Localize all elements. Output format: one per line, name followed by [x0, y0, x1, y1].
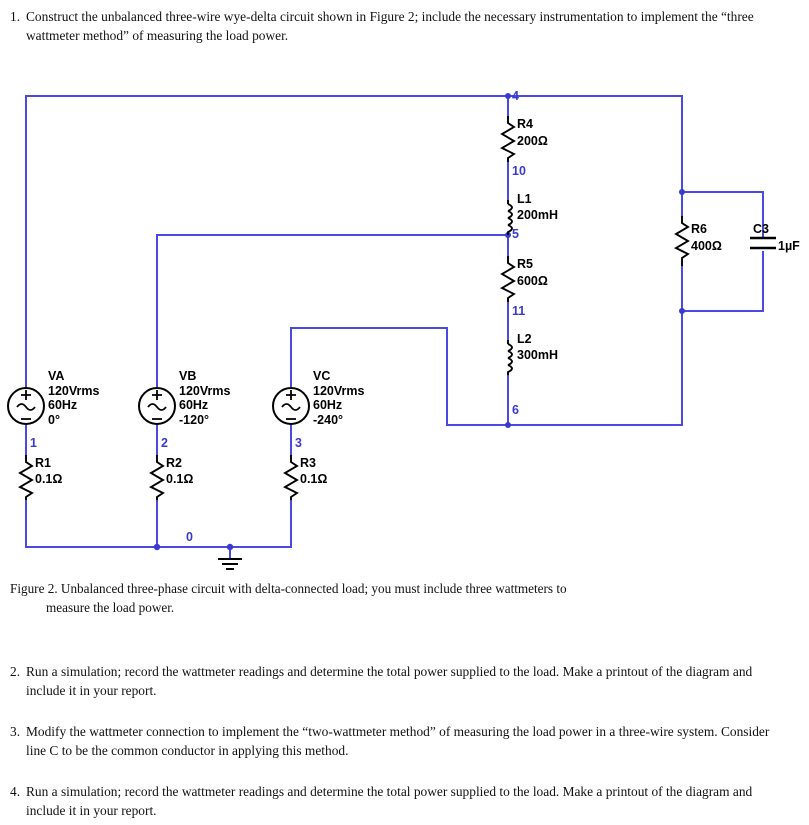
component-label-L1-value: 200mH	[517, 208, 558, 222]
source-VB-frequency: 60Hz	[179, 398, 209, 412]
node-label-2: 2	[161, 436, 168, 450]
resistor-R3-symbol	[283, 455, 299, 500]
ac-source-VC-circle	[272, 387, 310, 425]
plus-sign-VA-icon	[21, 390, 31, 400]
ground-symbol-icon	[218, 558, 242, 570]
node-label-6: 6	[512, 403, 519, 417]
figure-caption-line2: measure the load power.	[46, 599, 175, 615]
list-item-2-text: Run a simulation; record the wattmeter r…	[26, 664, 753, 698]
sine-wave-VB-icon	[147, 403, 167, 411]
source-VA-labels: VA 120Vrms 60Hz 0°	[48, 369, 99, 427]
source-VA-frequency: 60Hz	[48, 398, 78, 412]
inductor-L1-symbol	[507, 200, 513, 235]
source-VA-phase: 0°	[48, 412, 60, 427]
figure-caption-line1: Figure 2. Unbalanced three-phase circuit…	[10, 581, 567, 596]
component-label-R1-ref: R1	[35, 456, 51, 470]
list-item-3-text: Modify the wattmeter connection to imple…	[26, 724, 770, 758]
plus-sign-VB-icon	[152, 390, 162, 400]
junction-dot-r6-bottom	[679, 308, 685, 314]
ac-source-VA-circle	[7, 387, 45, 425]
list-item-4: 4. Run a simulation; record the wattmete…	[0, 783, 775, 820]
node-label-10: 10	[512, 164, 526, 178]
junction-dot-node6	[505, 422, 511, 428]
resistor-R1-symbol	[18, 455, 34, 500]
junction-dot-node5	[505, 232, 511, 238]
source-VA-ref: VA	[48, 369, 65, 383]
list-item-1: 1. Construct the unbalanced three-wire w…	[0, 8, 760, 45]
component-label-R5-value: 600Ω	[517, 274, 548, 288]
source-VC-ref: VC	[313, 369, 331, 383]
node-label-4: 4	[512, 89, 519, 103]
component-label-L2-value: 300mH	[517, 348, 558, 362]
inductor-L2-symbol	[507, 340, 513, 375]
figure-caption: Figure 2. Unbalanced three-phase circuit…	[10, 580, 790, 617]
node-label-11: 11	[512, 304, 526, 318]
list-item-4-text: Run a simulation; record the wattmeter r…	[26, 784, 753, 818]
source-VB-ref: VB	[179, 369, 197, 383]
list-item-2-number: 2.	[10, 664, 21, 679]
junction-dot-ground	[226, 543, 234, 551]
source-symbols-layer	[7, 387, 310, 425]
component-label-R2-ref: R2	[166, 456, 182, 470]
list-item-3: 3. Modify the wattmeter connection to im…	[0, 723, 780, 760]
sine-wave-VA-icon	[16, 403, 36, 411]
component-label-L2-ref: L2	[517, 332, 532, 346]
sine-wave-VC-icon	[281, 403, 301, 411]
component-label-R3-value: 0.1Ω	[300, 472, 328, 486]
source-VB-phase: -120°	[179, 412, 210, 427]
component-label-R6-ref: R6	[691, 222, 707, 236]
source-VA-amplitude: 120Vrms	[48, 383, 100, 398]
node-label-0: 0	[186, 530, 193, 544]
list-item-3-number: 3.	[10, 724, 21, 739]
junction-dot-node4	[505, 93, 511, 99]
list-item-1-number: 1.	[10, 9, 21, 24]
source-VC-frequency: 60Hz	[313, 398, 343, 412]
source-VB-amplitude: 120Vrms	[179, 383, 231, 398]
source-VC-phase: -240°	[313, 412, 344, 427]
source-VB-labels: VB 120Vrms 60Hz -120°	[179, 369, 230, 427]
components-layer	[18, 116, 776, 500]
component-label-R4-ref: R4	[517, 117, 533, 131]
resistor-R2-symbol	[149, 455, 165, 500]
component-label-C3-value: 1µF	[778, 239, 800, 253]
component-label-R5-ref: R5	[517, 257, 533, 271]
ac-sine-glyphs	[16, 403, 301, 411]
resistor-R6-symbol	[674, 216, 690, 266]
list-item-1-text: Construct the unbalanced three-wire wye-…	[26, 9, 754, 43]
component-label-R1-value: 0.1Ω	[35, 472, 63, 486]
list-item-4-number: 4.	[10, 784, 21, 799]
node-label-5: 5	[512, 227, 519, 241]
list-item-2: 2. Run a simulation; record the wattmete…	[0, 663, 775, 700]
component-label-R4-value: 200Ω	[517, 134, 548, 148]
component-label-R2-value: 0.1Ω	[166, 472, 194, 486]
component-label-R3-ref: R3	[300, 456, 316, 470]
junction-dot-node0	[153, 543, 161, 551]
component-label-C3-ref: C3	[753, 222, 769, 236]
node-label-3: 3	[295, 436, 302, 450]
component-label-R6-value: 400Ω	[691, 239, 722, 253]
wires-layer	[25, 95, 764, 560]
node-label-1: 1	[30, 436, 37, 450]
junction-dots-layer	[153, 93, 685, 551]
source-VC-amplitude: 120Vrms	[313, 383, 365, 398]
resistor-R4-symbol	[500, 116, 516, 162]
ac-source-VB-circle	[138, 387, 176, 425]
plus-sign-VC-icon	[286, 390, 296, 400]
resistor-R5-symbol	[500, 256, 516, 302]
component-label-L1-ref: L1	[517, 192, 532, 206]
ac-polarity-plus-glyphs	[21, 390, 296, 400]
source-VC-labels: VC 120Vrms 60Hz -240°	[313, 369, 364, 427]
junction-dot-r6-top	[679, 189, 685, 195]
